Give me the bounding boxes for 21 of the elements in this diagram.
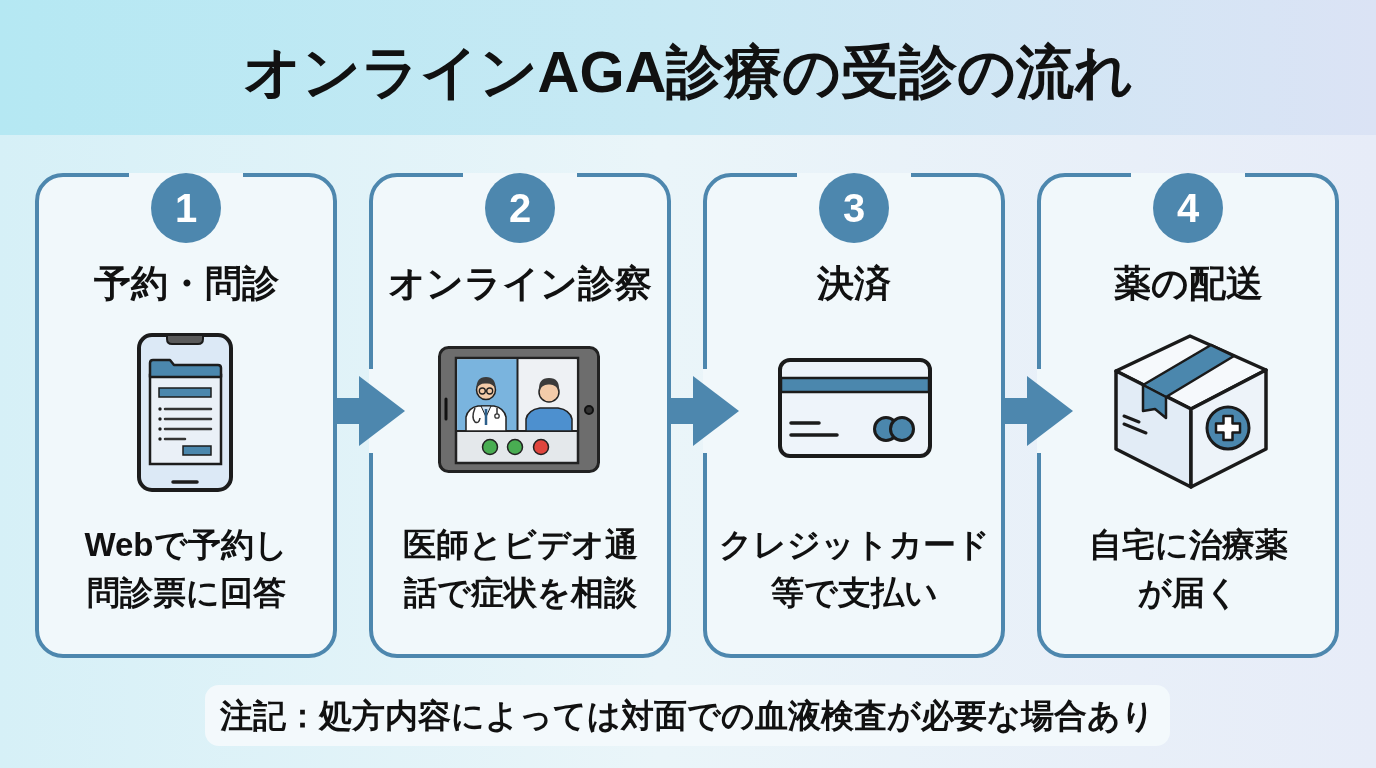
arrow <box>671 376 739 446</box>
title: オンラインAGA診療の受診の流れ <box>242 38 1134 106</box>
arrow <box>1005 376 1073 446</box>
step-description: Webで予約し問診票に回答 <box>83 525 289 613</box>
step-heading: オンライン診察 <box>388 262 652 306</box>
step-card <box>35 173 337 658</box>
step-card <box>1037 173 1339 658</box>
note-box: 注記：処方内容によっては対面での血液検査が必要な場合あり <box>205 685 1170 746</box>
step-description: 自宅に治療薬が届く <box>1087 525 1289 613</box>
number-badge: 2 <box>485 173 555 243</box>
number-badge: 1 <box>151 173 221 243</box>
step-card <box>369 173 671 658</box>
step-heading: 決済 <box>817 262 891 306</box>
step-description: 医師とビデオ通話で症状を相談 <box>401 525 639 613</box>
step-heading: 予約・問診 <box>93 262 279 306</box>
step-heading: 薬の配送 <box>1113 262 1263 306</box>
number-badge: 3 <box>819 173 889 243</box>
arrow <box>337 376 405 446</box>
step-description: クレジットカード等で支払い <box>717 525 991 613</box>
number-badge: 4 <box>1153 173 1223 243</box>
step-card <box>703 173 1005 658</box>
